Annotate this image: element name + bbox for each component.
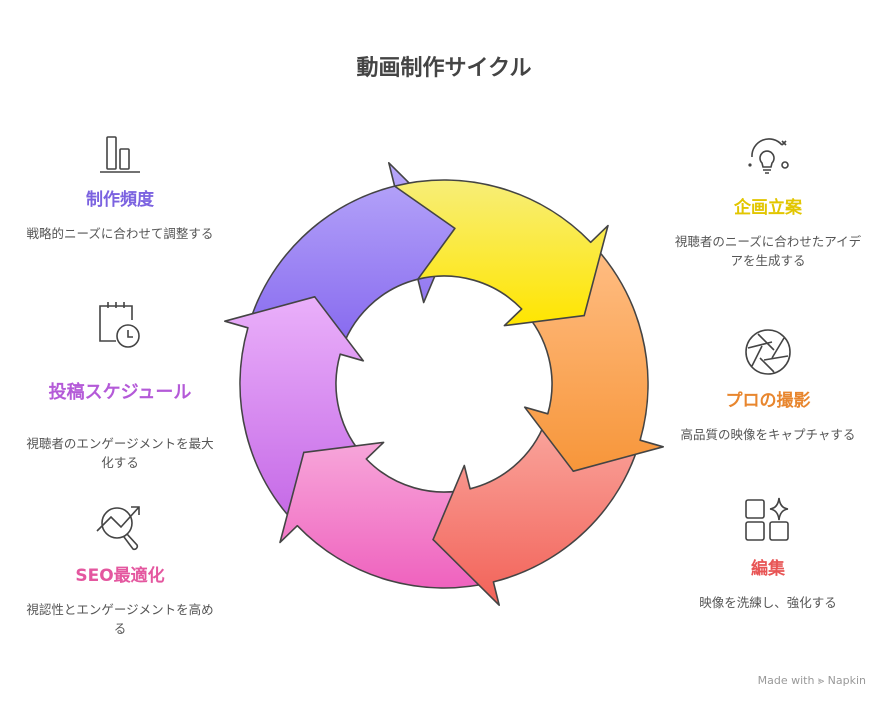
step-label: プロの撮影 (725, 391, 811, 411)
step-seo: SEO最適化 視認性とエンゲージメントを高める (25, 503, 215, 638)
page-title: 動画制作サイクル (356, 56, 532, 81)
lightbulb-icon (748, 138, 789, 174)
step-description: 映像を洗練し、強化する (699, 595, 837, 610)
step-label: SEO最適化 (75, 566, 165, 586)
cycle-arrow-seo (279, 441, 495, 589)
step-frequency: 制作頻度 戦略的ニーズに合わせて調整する (25, 135, 215, 243)
step-editing: 編集 映像を洗練し、強化する (673, 496, 863, 612)
cycle-arrow-shooting (520, 241, 664, 472)
bar-chart-icon (100, 136, 140, 173)
step-shooting: プロの撮影 高品質の映像をキャプチャする (673, 328, 863, 444)
step-label: 編集 (751, 559, 785, 579)
step-description: 視聴者のエンゲージメントを最大化する (26, 436, 214, 470)
calendar-clock-icon (99, 302, 140, 348)
camera-aperture-icon (745, 329, 791, 375)
step-description: 視聴者のニーズに合わせたアイデアを生成する (674, 234, 862, 268)
cycle-arrow-editing (432, 413, 641, 606)
cycle-arrow-frequency (247, 162, 456, 355)
grid-sparkle-icon (745, 497, 789, 541)
step-label: 投稿スケジュール (48, 382, 192, 403)
cycle-arrow-planning (393, 179, 609, 327)
step-description: 高品質の映像をキャプチャする (680, 427, 856, 442)
step-description: 視認性とエンゲージメントを高める (26, 602, 214, 636)
napkin-watermark: Made with ⪢ Napkin (757, 674, 866, 687)
step-label: 企画立案 (734, 198, 802, 218)
cycle-arrow-schedule (224, 296, 368, 527)
step-label: 制作頻度 (86, 190, 154, 210)
step-description: 戦略的ニーズに合わせて調整する (26, 226, 214, 241)
step-schedule: 投稿スケジュール 視聴者のエンゲージメントを最大化する (25, 300, 215, 472)
search-trend-icon (96, 506, 140, 551)
step-planning: 企画立案 視聴者のニーズに合わせたアイデアを生成する (673, 135, 863, 270)
